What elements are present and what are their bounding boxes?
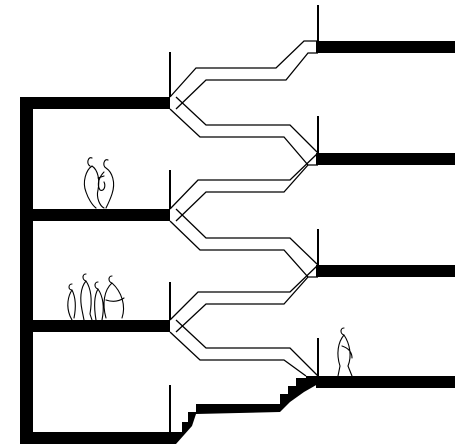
flight-top-lower bbox=[175, 52, 318, 110]
flight-4-upper bbox=[175, 208, 319, 266]
flight-4-lower bbox=[169, 220, 318, 278]
figure-group bbox=[67, 273, 125, 321]
right-floor-slab-1 bbox=[316, 376, 455, 388]
guard-posts bbox=[169, 5, 319, 432]
flight-top-upper bbox=[169, 40, 318, 98]
left-outer-wall bbox=[20, 97, 33, 443]
right-floor-slab-2 bbox=[316, 265, 455, 277]
single-figure-upper bbox=[83, 157, 115, 209]
flight-3-lower bbox=[175, 164, 309, 222]
left-floor-slab-1 bbox=[20, 320, 170, 332]
flight-2-upper bbox=[175, 96, 319, 154]
flight-5-upper bbox=[169, 264, 319, 321]
ground-base-slab bbox=[20, 432, 170, 444]
right-floor-slab-3 bbox=[316, 153, 455, 165]
walking-figure bbox=[337, 327, 353, 377]
flight-6-lower bbox=[169, 331, 307, 377]
scissor-flights bbox=[169, 40, 319, 377]
left-roof-slab bbox=[20, 97, 170, 109]
flight-6-upper bbox=[175, 319, 319, 377]
right-top-slab bbox=[316, 41, 455, 53]
flight-2-lower bbox=[169, 108, 318, 166]
flight-5-lower bbox=[175, 276, 309, 333]
flight-3-upper bbox=[169, 152, 319, 210]
ground-stair-flight bbox=[170, 376, 318, 444]
left-floor-slab-2 bbox=[20, 209, 170, 221]
